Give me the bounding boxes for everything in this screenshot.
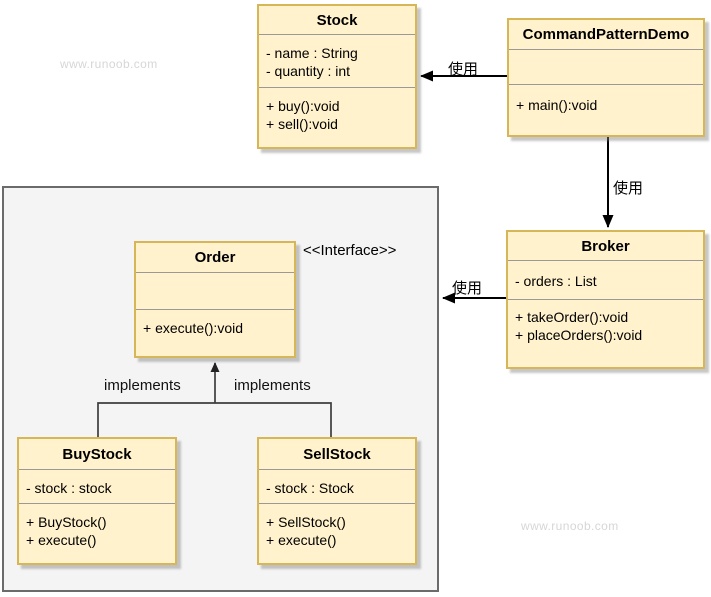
class-title: Broker bbox=[581, 237, 630, 255]
class-title: CommandPatternDemo bbox=[522, 26, 690, 43]
class-attrs-section: - stock : stock bbox=[19, 469, 175, 504]
class-box-order: Order + execute():void bbox=[134, 241, 296, 358]
use-label-demo-broker: 使用 bbox=[613, 180, 644, 197]
class-method: + SellStock() bbox=[266, 514, 346, 530]
class-attribute: - stock : stock bbox=[26, 480, 112, 496]
class-attrs-section: - orders : List bbox=[508, 260, 703, 300]
class-attrs-section: - name : String - quantity : int bbox=[259, 34, 415, 88]
class-title: BuyStock bbox=[62, 445, 132, 463]
implements-label-left: implements bbox=[104, 377, 181, 394]
watermark-bottom-right: www.runoob.com bbox=[521, 519, 619, 533]
class-method: + execute():void bbox=[143, 320, 243, 336]
interface-stereotype-label: <<Interface>> bbox=[303, 242, 397, 259]
class-attrs-section bbox=[509, 49, 703, 85]
class-methods-section: + main():void bbox=[509, 85, 703, 114]
implements-label-right: implements bbox=[234, 377, 311, 394]
use-label-broker-order: 使用 bbox=[452, 280, 483, 297]
class-method: + buy():void bbox=[266, 98, 340, 114]
use-label-demo-stock: 使用 bbox=[448, 61, 479, 78]
class-method: + BuyStock() bbox=[26, 514, 107, 530]
class-method: + takeOrder():void bbox=[515, 309, 629, 325]
class-box-command-pattern-demo: CommandPatternDemo + main():void bbox=[507, 18, 705, 137]
class-methods-section: + execute():void bbox=[136, 310, 294, 337]
class-title: Stock bbox=[316, 11, 358, 29]
class-methods-section: + SellStock() + execute() bbox=[259, 504, 415, 549]
class-attrs-section: - stock : Stock bbox=[259, 469, 415, 504]
class-methods-section: + BuyStock() + execute() bbox=[19, 504, 175, 549]
watermark-top-left: www.runoob.com bbox=[60, 57, 158, 71]
class-method: + main():void bbox=[516, 97, 598, 113]
class-box-stock: Stock - name : String - quantity : int +… bbox=[257, 4, 417, 149]
class-attrs-section bbox=[136, 272, 294, 310]
class-attribute: - stock : Stock bbox=[266, 480, 354, 496]
class-attribute: - quantity : int bbox=[266, 63, 351, 79]
class-attribute: - name : String bbox=[266, 45, 358, 61]
class-method: + placeOrders():void bbox=[515, 327, 643, 343]
class-method: + sell():void bbox=[266, 116, 338, 132]
class-title: Order bbox=[194, 249, 236, 266]
class-method: + execute() bbox=[26, 532, 97, 548]
class-title: SellStock bbox=[303, 445, 371, 463]
class-box-broker: Broker - orders : List + takeOrder():voi… bbox=[506, 230, 705, 369]
class-attribute: - orders : List bbox=[515, 273, 597, 289]
class-box-buy-stock: BuyStock - stock : stock + BuyStock() + … bbox=[17, 437, 177, 565]
class-method: + execute() bbox=[266, 532, 337, 548]
class-methods-section: + buy():void + sell():void bbox=[259, 88, 415, 133]
class-methods-section: + takeOrder():void + placeOrders():void bbox=[508, 300, 703, 344]
class-box-sell-stock: SellStock - stock : Stock + SellStock() … bbox=[257, 437, 417, 565]
